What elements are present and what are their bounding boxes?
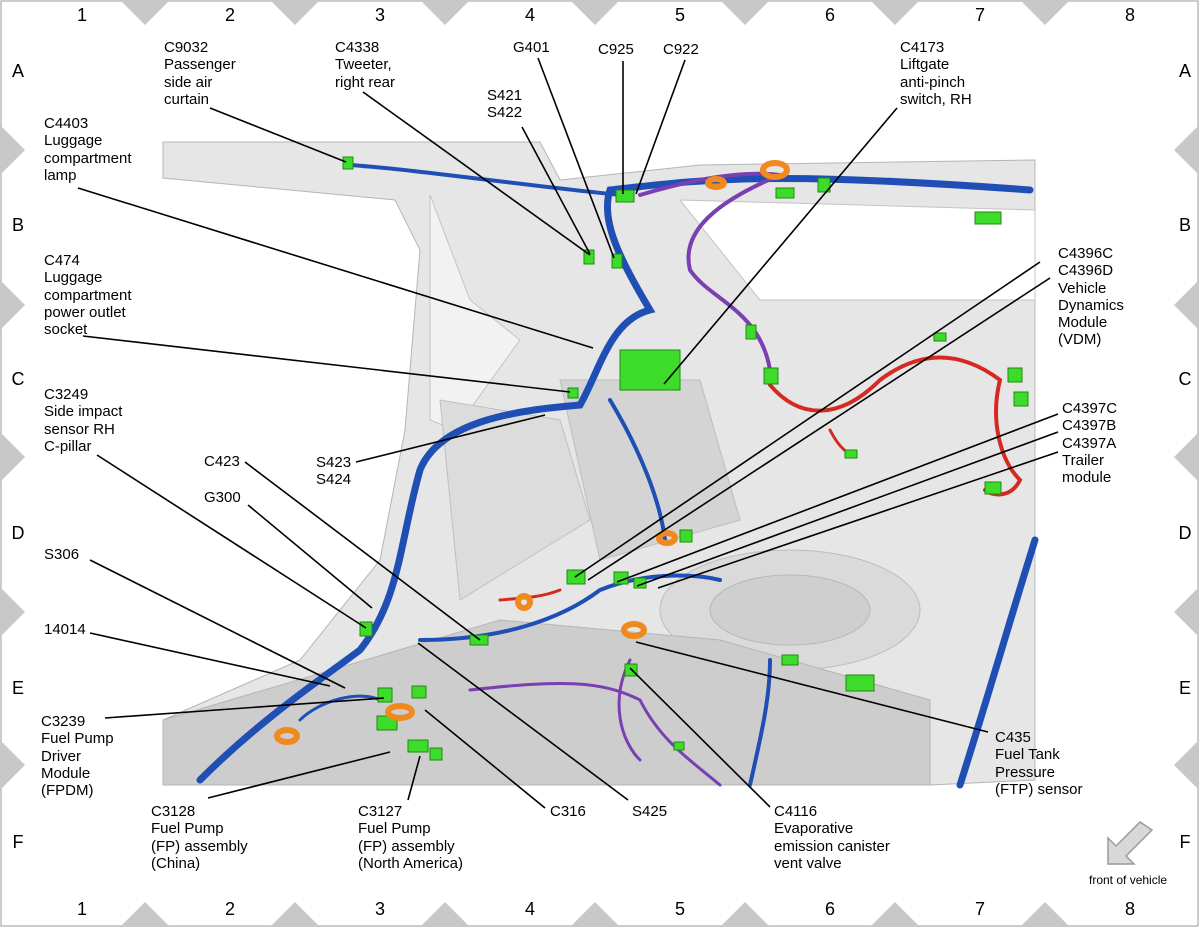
- row-label-b: B: [1178, 215, 1191, 235]
- label-14014: 14014: [44, 621, 86, 638]
- column-label-2: 2: [224, 5, 235, 25]
- column-label-8: 8: [1124, 5, 1135, 25]
- column-label-3: 3: [374, 899, 385, 919]
- column-label-4: 4: [524, 899, 535, 919]
- label-g401: G401: [513, 39, 550, 56]
- column-label-7: 7: [974, 5, 985, 25]
- label-c3239: C3239 Fuel Pump Driver Module (FPDM): [41, 713, 114, 800]
- row-label-c: C: [1178, 369, 1192, 389]
- front-arrow-icon: [1107, 821, 1154, 865]
- label-c925: C925: [598, 41, 634, 58]
- label-c4338: C4338 Tweeter, right rear: [335, 39, 396, 91]
- label-s421: S421 S422: [487, 87, 523, 122]
- front-of-vehicle-label: front of vehicle: [1089, 873, 1168, 887]
- leader-lines: [77, 57, 1059, 809]
- label-c316: C316: [550, 803, 586, 820]
- label-s423: S423 S424: [316, 454, 352, 489]
- label-c922: C922: [663, 41, 699, 58]
- column-label-6: 6: [824, 899, 835, 919]
- row-label-c: C: [11, 369, 25, 389]
- row-label-e: E: [1178, 678, 1191, 698]
- label-c423: C423: [204, 453, 240, 470]
- column-label-7: 7: [974, 899, 985, 919]
- label-s306: S306: [44, 546, 80, 563]
- label-c3128: C3128 Fuel Pump (FP) assembly (China): [151, 803, 248, 872]
- column-label-1: 1: [76, 5, 87, 25]
- column-label-8: 8: [1124, 899, 1135, 919]
- vehicle-body: [162, 141, 1036, 786]
- row-label-f: F: [12, 832, 24, 852]
- label-c4397: C4397C C4397B C4397A Trailer module: [1062, 400, 1118, 487]
- column-label-4: 4: [524, 5, 535, 25]
- column-label-1: 1: [76, 899, 87, 919]
- row-label-d: D: [1178, 523, 1192, 543]
- row-label-a: A: [11, 61, 24, 81]
- label-c4116: C4116 Evaporative emission canister vent…: [774, 803, 890, 872]
- label-c4396: C4396C C4396D Vehicle Dynamics Module (V…: [1058, 245, 1124, 349]
- label-c4173: C4173 Liftgate anti-pinch switch, RH: [900, 39, 972, 108]
- column-label-3: 3: [374, 5, 385, 25]
- column-label-2: 2: [224, 899, 235, 919]
- label-c3249: C3249 Side impact sensor RH C-pillar: [44, 386, 123, 455]
- label-s425: S425: [632, 803, 668, 820]
- label-g300: G300: [204, 489, 241, 506]
- row-label-d: D: [11, 523, 25, 543]
- label-c474: C474 Luggage compartment power outlet so…: [44, 252, 132, 339]
- label-c9032: C9032 Passenger side air curtain: [164, 39, 236, 108]
- grommets: [274, 160, 790, 745]
- column-label-5: 5: [674, 899, 685, 919]
- label-c3127: C3127 Fuel Pump (FP) assembly (North Ame…: [358, 803, 464, 872]
- label-c435: C435 Fuel Tank Pressure (FTP) sensor: [995, 729, 1083, 798]
- label-c4403: C4403 Luggage compartment lamp: [44, 115, 132, 184]
- column-label-6: 6: [824, 5, 835, 25]
- row-label-f: F: [1179, 832, 1191, 852]
- row-label-e: E: [11, 678, 24, 698]
- column-label-5: 5: [674, 5, 685, 25]
- row-label-b: B: [11, 215, 24, 235]
- row-label-a: A: [1178, 61, 1191, 81]
